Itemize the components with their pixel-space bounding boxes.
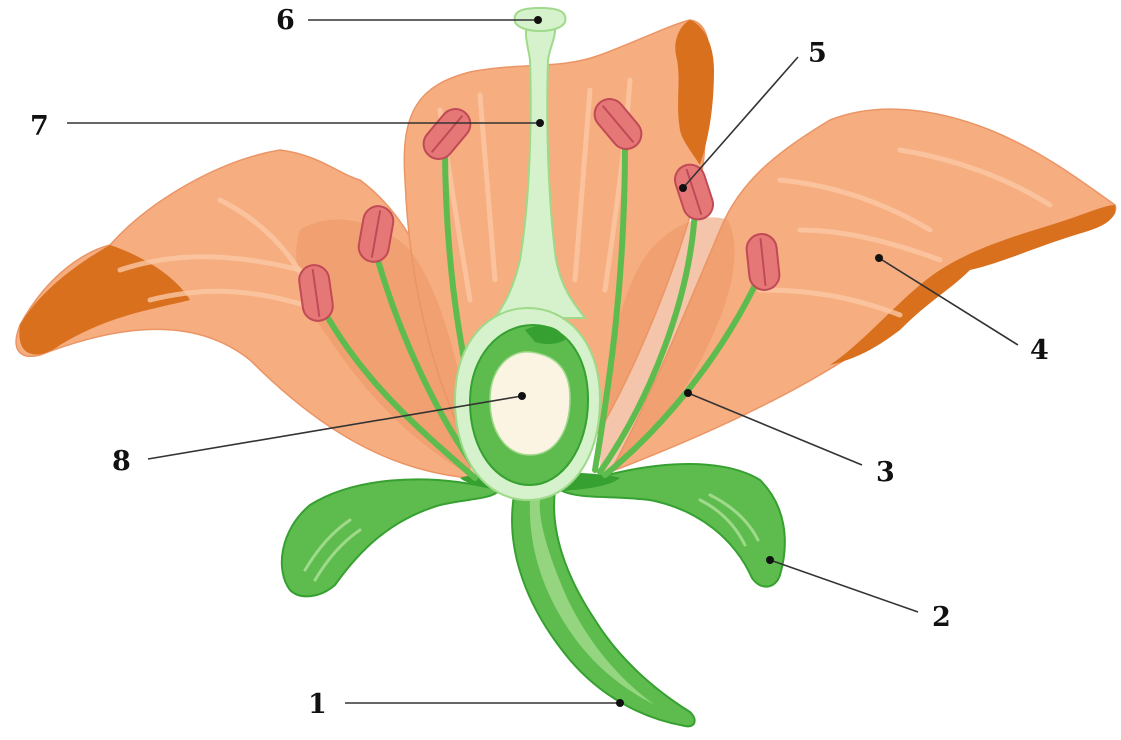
label-7: 7 <box>30 111 49 142</box>
pointer-dot-8 <box>518 392 526 400</box>
label-6: 6 <box>276 5 295 36</box>
pointer-dot-1 <box>616 699 624 707</box>
pointer-dot-7 <box>536 119 544 127</box>
pointer-dot-3 <box>684 389 692 397</box>
anther <box>745 233 781 292</box>
ovule <box>490 352 570 455</box>
pointer-dot-6 <box>534 16 542 24</box>
pointer-dot-5 <box>679 184 687 192</box>
label-5: 5 <box>808 38 827 69</box>
leader-line-2 <box>770 560 918 612</box>
label-3: 3 <box>876 457 895 488</box>
label-1: 1 <box>308 689 327 720</box>
pointer-dot-2 <box>766 556 774 564</box>
label-8: 8 <box>112 446 131 477</box>
label-4: 4 <box>1030 335 1049 366</box>
pointer-dot-4 <box>875 254 883 262</box>
sepals-and-stem <box>282 464 785 726</box>
label-2: 2 <box>932 602 951 633</box>
